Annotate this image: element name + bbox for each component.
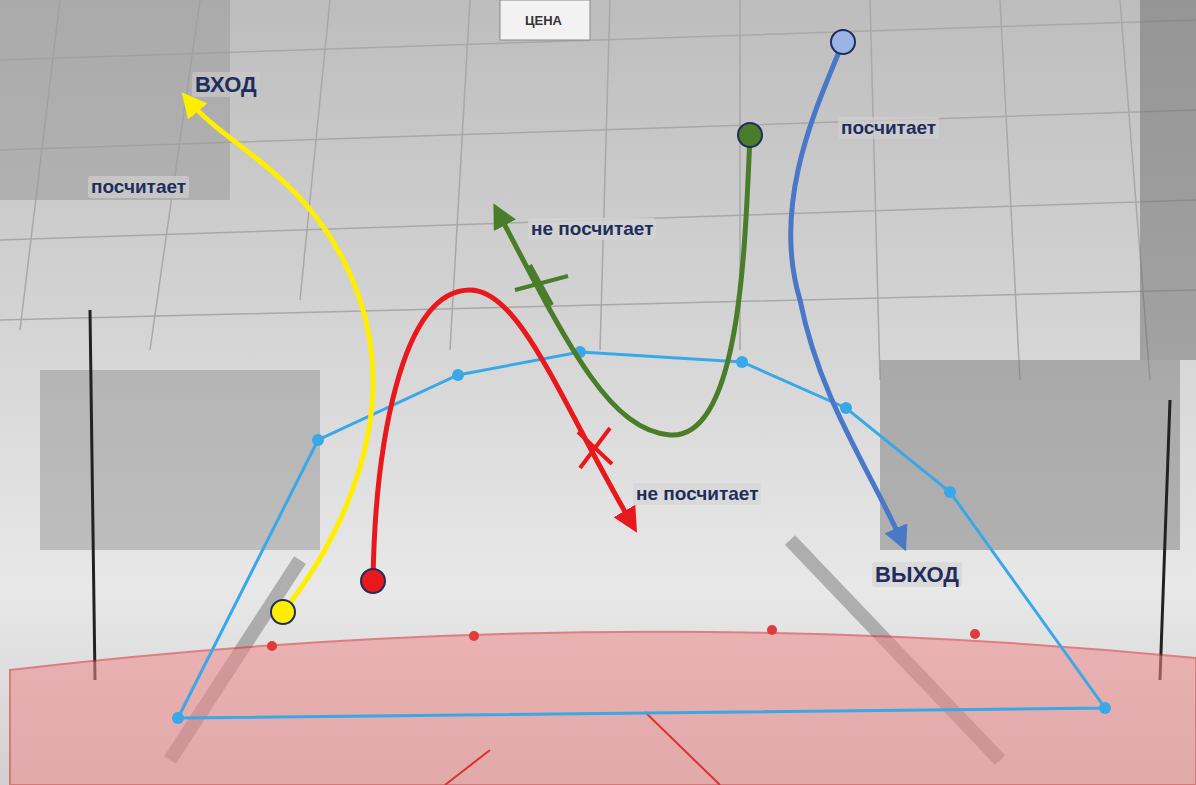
green-track bbox=[498, 135, 750, 435]
start-point bbox=[831, 30, 855, 54]
floor-tiles bbox=[0, 0, 1196, 380]
start-point bbox=[361, 569, 385, 593]
direction-label: ВХОД bbox=[192, 72, 260, 97]
count-note: не посчитает bbox=[528, 218, 656, 240]
direction-label: ВЫХОД bbox=[872, 562, 962, 587]
count-note: посчитает bbox=[88, 176, 189, 198]
zone-lines bbox=[445, 712, 720, 785]
cross-mark bbox=[515, 265, 568, 305]
counting-zone bbox=[178, 352, 1105, 718]
start-point bbox=[738, 123, 762, 147]
start-point bbox=[271, 600, 295, 624]
zone-dots bbox=[267, 625, 980, 651]
cross-mark bbox=[578, 428, 612, 468]
count-note: посчитает bbox=[838, 117, 939, 139]
red-track bbox=[373, 290, 632, 581]
zone-vertices bbox=[172, 346, 1111, 724]
yellow-track bbox=[188, 100, 373, 612]
sign-text: ЦЕНА bbox=[522, 14, 565, 29]
count-note: не посчитает bbox=[633, 483, 761, 505]
